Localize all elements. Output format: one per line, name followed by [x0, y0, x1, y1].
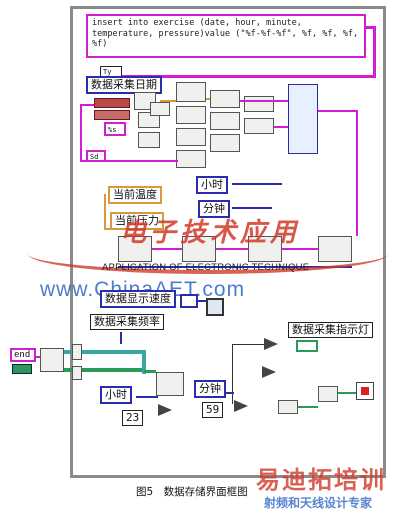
watermark-chinese: 电子技术应用	[120, 218, 301, 248]
wire-fis-out	[318, 110, 358, 112]
format-node-4	[150, 102, 170, 116]
format-into-string-node	[288, 84, 318, 154]
wire-sql-back	[100, 75, 376, 78]
label-display-speed: 数据显示速度	[100, 290, 176, 308]
wire-format-4	[274, 126, 288, 128]
wire-date-3	[80, 160, 178, 162]
wire-temp	[104, 194, 106, 230]
brand-name: 易迪拓培训	[256, 466, 386, 494]
wire-minute-top	[232, 207, 272, 209]
wire-pressure	[104, 228, 120, 230]
wire-date-2	[80, 104, 82, 162]
wait-node	[180, 294, 198, 308]
format-node-8	[176, 150, 206, 168]
wire-bool-1	[298, 406, 318, 408]
datetime-node-2	[94, 110, 130, 120]
compare-triangle-3	[158, 404, 172, 416]
wire-format-1	[160, 100, 176, 102]
format-node-7	[176, 128, 206, 146]
wire-date-1	[80, 104, 94, 106]
wire-format-3	[240, 100, 288, 102]
brand-slogan: 射频和天线设计专家	[264, 496, 373, 510]
compare-triangle-4	[234, 400, 248, 412]
watermark-english: APPLICATION OF ELECTRONIC TECHNIQUE	[102, 262, 310, 273]
constant-59: 59	[202, 402, 224, 418]
case-node	[156, 372, 184, 396]
label-minute-bottom: 分钟	[194, 380, 226, 398]
end-terminal	[12, 364, 32, 374]
shift-node-1	[72, 344, 82, 360]
wire-loop-1	[232, 344, 264, 345]
wire-green-2	[144, 370, 156, 373]
month-node: %s	[104, 122, 126, 136]
label-temperature: 当前温度	[108, 186, 162, 204]
label-pressure: 当前压力	[110, 212, 164, 230]
wire-teal-2	[142, 350, 146, 374]
and-node	[278, 400, 298, 414]
wire-bool-2	[338, 392, 356, 394]
wire-fis-down	[356, 110, 358, 236]
sql-string-constant: insert into exercise (date, hour, minute…	[86, 14, 366, 58]
timer-node	[206, 298, 224, 316]
format-node-9	[210, 90, 240, 108]
label-frequency: 数据采集频率	[90, 314, 164, 330]
label-minute-top: 分钟	[198, 200, 230, 218]
stop-dot	[361, 387, 369, 395]
format-node-3	[138, 132, 160, 148]
compare-triangle-1	[264, 338, 278, 350]
wire-speed	[198, 300, 206, 302]
format-node-11	[210, 134, 240, 152]
label-date: 数据采集日期	[86, 76, 162, 94]
or-node	[318, 386, 338, 402]
indicator-node	[296, 340, 318, 352]
wire-loop-2	[232, 344, 233, 404]
shift-node-2	[72, 366, 82, 380]
end-compare-node	[40, 348, 64, 372]
wire-freq	[120, 332, 122, 344]
wire-sql-down	[373, 26, 376, 78]
wire-end	[36, 356, 40, 358]
wire-hour-top	[232, 183, 282, 185]
watermark-swoosh	[28, 246, 388, 274]
constant-23: 23	[122, 410, 144, 426]
figure-caption: 图5 数据存储界面框图	[136, 486, 248, 498]
format-node-13	[244, 118, 274, 134]
wire-teal-1	[64, 350, 144, 354]
wire-format-2	[206, 98, 210, 100]
datetime-node-1	[94, 98, 130, 108]
label-hour-bottom: 小时	[100, 386, 132, 404]
wire-green-1	[64, 368, 144, 372]
format-node-10	[210, 112, 240, 130]
format-node-12	[244, 96, 274, 112]
sql-text: insert into exercise (date, hour, minute…	[92, 18, 359, 49]
format-node-5	[176, 82, 206, 102]
wire-sql-right	[366, 26, 376, 29]
wire-minute-bottom	[224, 392, 234, 394]
format-node-6	[176, 106, 206, 124]
format-node-2	[138, 112, 160, 128]
wire-hour-bottom	[136, 396, 158, 398]
label-indicator: 数据采集指示灯	[288, 322, 373, 338]
while-loop-frame	[70, 6, 386, 478]
label-hour-top: 小时	[196, 176, 228, 194]
compare-triangle-2	[262, 366, 276, 378]
end-control: end	[10, 348, 36, 362]
